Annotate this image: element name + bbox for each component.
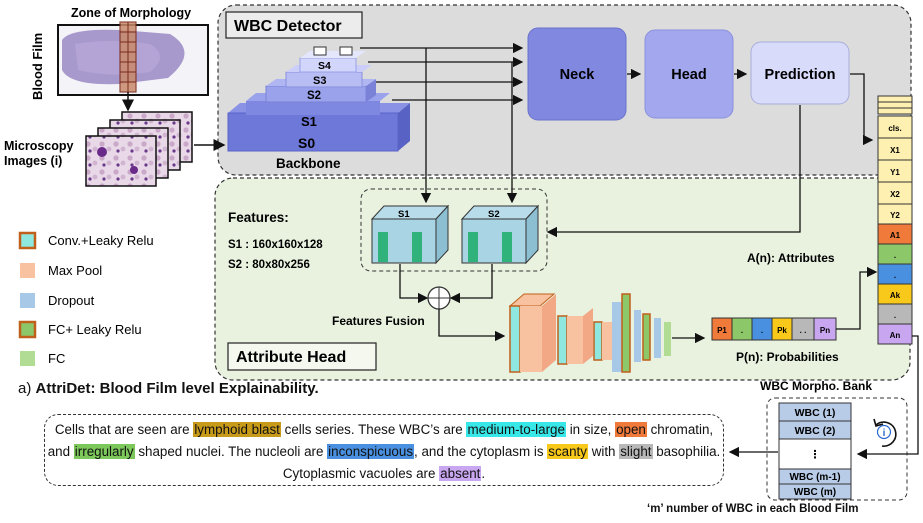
highlighted-term: irregularly: [73, 444, 135, 459]
vec-dot-2: .: [894, 271, 896, 280]
caption-text: AttriDet: Blood Film level Explainabilit…: [35, 380, 319, 397]
morpho-bank-list: [778, 402, 852, 500]
explanation-text: basophilia. Cytoplasmic vacuoles are: [282, 444, 721, 481]
highlighted-term: absent: [439, 466, 482, 481]
zone-grid: [119, 21, 137, 93]
stage-s4: S4: [318, 60, 331, 72]
probability-vector: [711, 317, 837, 341]
bank-note: ‘m’ number of WBC in each Blood Film: [647, 503, 859, 515]
legend-swatch-maxpool: [20, 263, 35, 278]
legend-swatch-fc-leaky: [18, 320, 37, 339]
prediction-block: [750, 41, 850, 105]
output-vector: [877, 95, 913, 345]
legend-label-fc: FC: [48, 351, 65, 366]
explanation-text: with: [587, 444, 620, 459]
probabilities-label: P(n): Probabilities: [736, 350, 839, 364]
wbc-detector-title-box: [225, 11, 363, 39]
feature-s2-dims: S2 : 80x80x256: [228, 259, 310, 271]
highlighted-term: scanty: [547, 444, 588, 459]
legend-swatch-fc: [20, 351, 35, 366]
explanation-text: chromatin, and: [47, 422, 714, 459]
vec-x2: X2: [890, 190, 900, 199]
figure-caption: a) AttriDet: Blood Film level Explainabi…: [18, 380, 319, 397]
prob-dot-1: .: [741, 326, 743, 335]
explanation-textbox: Cells that are seen are lymphoid blast c…: [44, 414, 724, 486]
explanation-text: , and the cytoplasm is: [414, 444, 548, 459]
images-label: Images (i): [4, 154, 62, 168]
highlighted-term: open: [615, 422, 647, 437]
microscopy-label: Microscopy: [4, 139, 74, 153]
prob-dot-2: .: [761, 326, 763, 335]
highlighted-term: medium-to-large: [466, 422, 566, 437]
legend-label-maxpool: Max Pool: [48, 263, 102, 278]
feature-s1-dims: S1 : 160x160x128: [228, 239, 323, 251]
features-fusion-label: Features Fusion: [332, 314, 425, 328]
prob-pn: Pn: [820, 326, 830, 335]
feature-cubes-group: [360, 188, 548, 272]
svg-text:i: i: [883, 428, 886, 439]
morpho-bank-title: WBC Morpho. Bank: [760, 379, 872, 393]
stage-s1: S1: [301, 114, 317, 129]
caption-prefix: a): [18, 380, 32, 397]
blood-film-label: Blood Film: [30, 33, 45, 100]
explanation-text: Cells that are seen are: [54, 422, 194, 437]
head-label: Head: [671, 67, 706, 83]
highlighted-term: inconspicuous: [327, 444, 415, 459]
neck-label: Neck: [560, 67, 596, 83]
zone-of-morphology-label: Zone of Morphology: [71, 6, 191, 20]
vec-x1: X1: [890, 146, 900, 155]
explanation-text: shaped nuclei. The nucleoli are: [134, 444, 328, 459]
microscopy-image-stack: [85, 111, 193, 187]
refresh-icon: i: [873, 418, 897, 447]
prob-pk: Pk: [777, 326, 787, 335]
bank-item-ellipsis: ⋮: [810, 449, 821, 461]
vec-ak: Ak: [890, 291, 901, 300]
legend-swatch-conv: [18, 231, 37, 250]
feature-cube-s2: [460, 204, 540, 265]
attributes-label: A(n): Attributes: [747, 251, 835, 265]
stage-s2: S2: [307, 90, 321, 102]
features-title: Features:: [228, 210, 289, 225]
legend-label-fc-leaky: FC+ Leaky Relu: [48, 322, 142, 337]
prediction-label: Prediction: [765, 67, 836, 83]
vec-y1: Y1: [890, 168, 900, 177]
explanation-text: cells series. These WBC’s are: [280, 422, 467, 437]
legend-label-conv: Conv.+Leaky Relu: [48, 233, 154, 248]
legend-label-dropout: Dropout: [48, 293, 95, 308]
attribute-head-title: Attribute Head: [236, 349, 346, 366]
highlighted-term: lymphoid blast: [193, 422, 281, 437]
wbc-detector-title: WBC Detector: [234, 18, 342, 35]
bank-item-2: WBC (2): [795, 425, 836, 437]
explanation-text: in size,: [565, 422, 616, 437]
highlighted-term: slight: [619, 444, 653, 459]
prob-dots: . .: [800, 326, 807, 335]
legend-swatch-dropout: [20, 293, 35, 308]
attribute-layers: [508, 293, 671, 373]
morpho-bank-group: [766, 397, 908, 501]
backbone-label: Backbone: [276, 156, 341, 171]
backbone-pyramid: [227, 46, 410, 152]
prob-p1: P1: [717, 326, 727, 335]
vec-an: An: [890, 331, 901, 340]
vec-dot-3: .: [894, 311, 896, 320]
bank-item-m: WBC (m): [794, 487, 836, 498]
legend: [18, 231, 37, 366]
explanation-text: .: [481, 466, 486, 481]
neck-block: [527, 27, 627, 121]
vec-a1: A1: [890, 231, 901, 240]
feature-cube-s2-label: S2: [488, 209, 500, 220]
feature-cube-s1: [370, 204, 450, 265]
stage-s0: S0: [298, 135, 315, 151]
stage-s3: S3: [313, 75, 326, 87]
feature-cube-s1-label: S1: [398, 209, 410, 220]
vec-cls: cls.: [888, 124, 901, 133]
attribute-head-title-box: [227, 342, 377, 371]
bank-item-m-minus-1: WBC (m-1): [789, 472, 840, 483]
vec-y2: Y2: [890, 211, 900, 220]
vec-dot-1: .: [894, 251, 896, 260]
bank-item-1: WBC (1): [795, 407, 836, 419]
head-block: [644, 29, 734, 119]
